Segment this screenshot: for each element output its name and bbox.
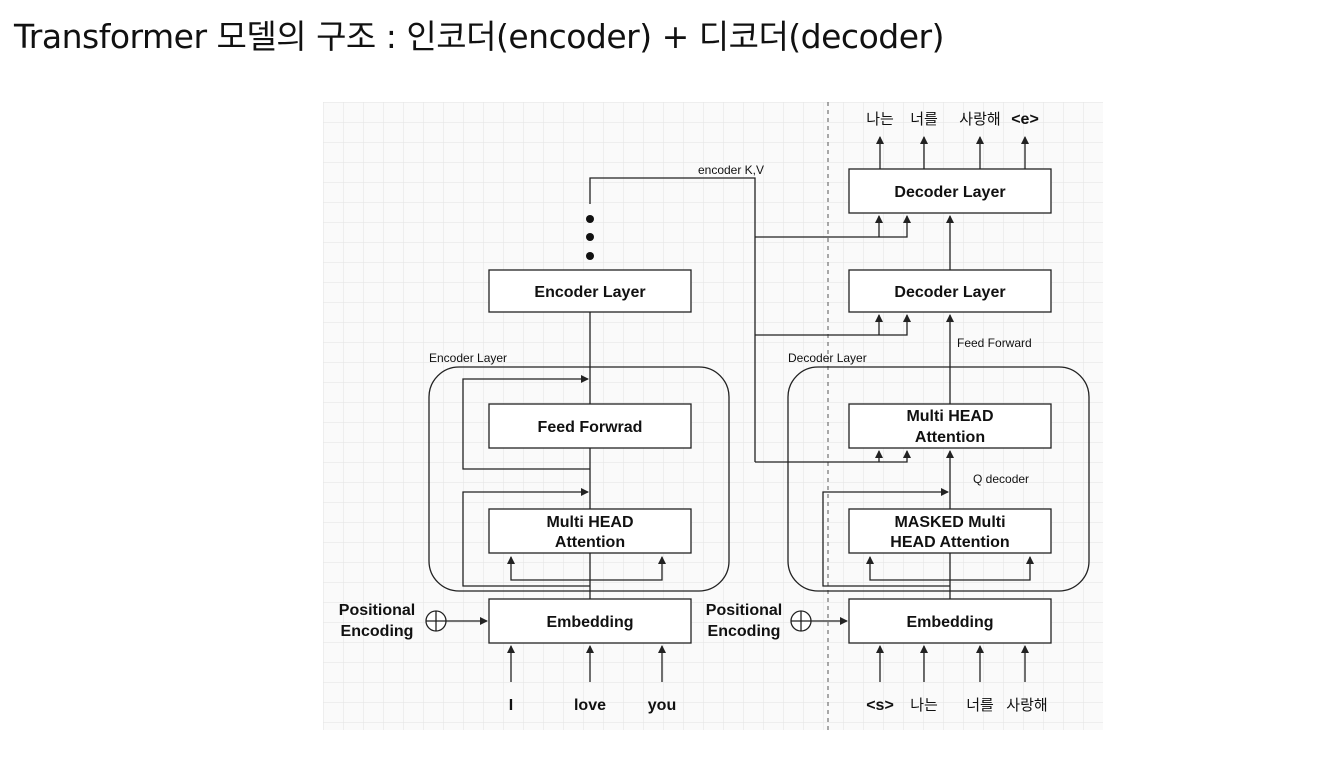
decoder-layer-top-label: Decoder Layer	[894, 184, 1005, 201]
encoder-layer-box-label: Encoder Layer	[534, 284, 645, 301]
ellipsis-dot	[586, 215, 594, 223]
decoder-q-label: Q decoder	[973, 472, 1029, 486]
decoder-output-token: 사랑해	[959, 110, 1000, 128]
encoder-residual-arrow	[462, 375, 590, 470]
kv-to-decoder-top	[755, 215, 911, 238]
encoder-feed-forward-label: Feed Forwrad	[538, 419, 643, 436]
encoder-group-label: Encoder Layer	[429, 351, 507, 365]
decoder-masked-input-arrow	[866, 556, 950, 581]
decoder-embedding-box	[848, 598, 1052, 644]
decoder-attention-label-1: Multi HEAD	[906, 408, 993, 425]
transformer-diagram: Encoder Layer Encoder Layer Feed Forwrad…	[323, 102, 1103, 730]
encoder-positional-label-1: Positional	[339, 602, 415, 619]
decoder-positional-label-1: Positional	[706, 602, 782, 619]
encoder-input-token: love	[574, 697, 606, 714]
decoder-output-token: 너를	[910, 110, 938, 128]
decoder-input-token: 너를	[966, 696, 994, 714]
decoder-layer-mid-label: Decoder Layer	[894, 284, 1005, 301]
encoder-kv-line	[589, 177, 756, 462]
encoder-residual-arrow	[462, 488, 590, 587]
decoder-input-token: <s>	[866, 697, 894, 714]
kv-to-decoder-attention	[755, 450, 911, 463]
encoder-embedding-label: Embedding	[546, 614, 633, 631]
decoder-embedding-label: Embedding	[906, 614, 993, 631]
decoder-group-label: Decoder Layer	[788, 351, 867, 365]
decoder-oplus-icon	[790, 610, 812, 632]
encoder-section: Encoder Layer Encoder Layer Feed Forwrad…	[339, 163, 764, 714]
ellipsis-dot	[586, 233, 594, 241]
decoder-input-token: 사랑해	[1006, 696, 1047, 714]
decoder-masked-attention-box	[848, 508, 1052, 554]
decoder-layer-mid-box	[848, 269, 1052, 313]
encoder-input-token: I	[509, 697, 513, 714]
decoder-masked-label-1: MASKED Multi	[894, 514, 1005, 531]
decoder-positional-label-2: Encoding	[708, 623, 781, 640]
decoder-output-token: <e>	[1011, 111, 1039, 128]
decoder-attention-box	[848, 403, 1052, 449]
decoder-residual-arrow	[822, 488, 950, 587]
decoder-input-token: 나는	[910, 696, 938, 714]
decoder-masked-input-arrow	[950, 556, 1034, 581]
decoder-layer-top-box	[848, 168, 1052, 214]
decoder-masked-label-2: HEAD Attention	[890, 534, 1009, 551]
encoder-attention-label-2: Attention	[555, 534, 625, 551]
decoder-output-token: 나는	[866, 110, 894, 128]
decoder-attention-label-2: Attention	[915, 429, 985, 446]
encoder-layer-container	[428, 366, 730, 592]
decoder-layer-container	[787, 366, 1090, 592]
encoder-positional-label-2: Encoding	[341, 623, 414, 640]
ellipsis-dot	[586, 252, 594, 260]
decoder-feed-forward-label: Feed Forward	[957, 336, 1032, 350]
decoder-section: Decoder Layer Decoder Layer Decoder Laye…	[706, 110, 1090, 714]
encoder-kv-label: encoder K,V	[698, 163, 764, 177]
encoder-attn-input-arrow	[507, 556, 590, 581]
encoder-attn-input-arrow	[590, 556, 666, 581]
page-title: Transformer 모델의 구조 : 인코더(encoder) + 디코더(…	[14, 17, 944, 56]
encoder-attention-label-1: Multi HEAD	[546, 514, 633, 531]
encoder-oplus-icon	[425, 610, 447, 632]
encoder-input-token: you	[648, 697, 676, 714]
kv-to-decoder-mid	[755, 314, 911, 336]
encoder-layer-box	[488, 269, 692, 313]
